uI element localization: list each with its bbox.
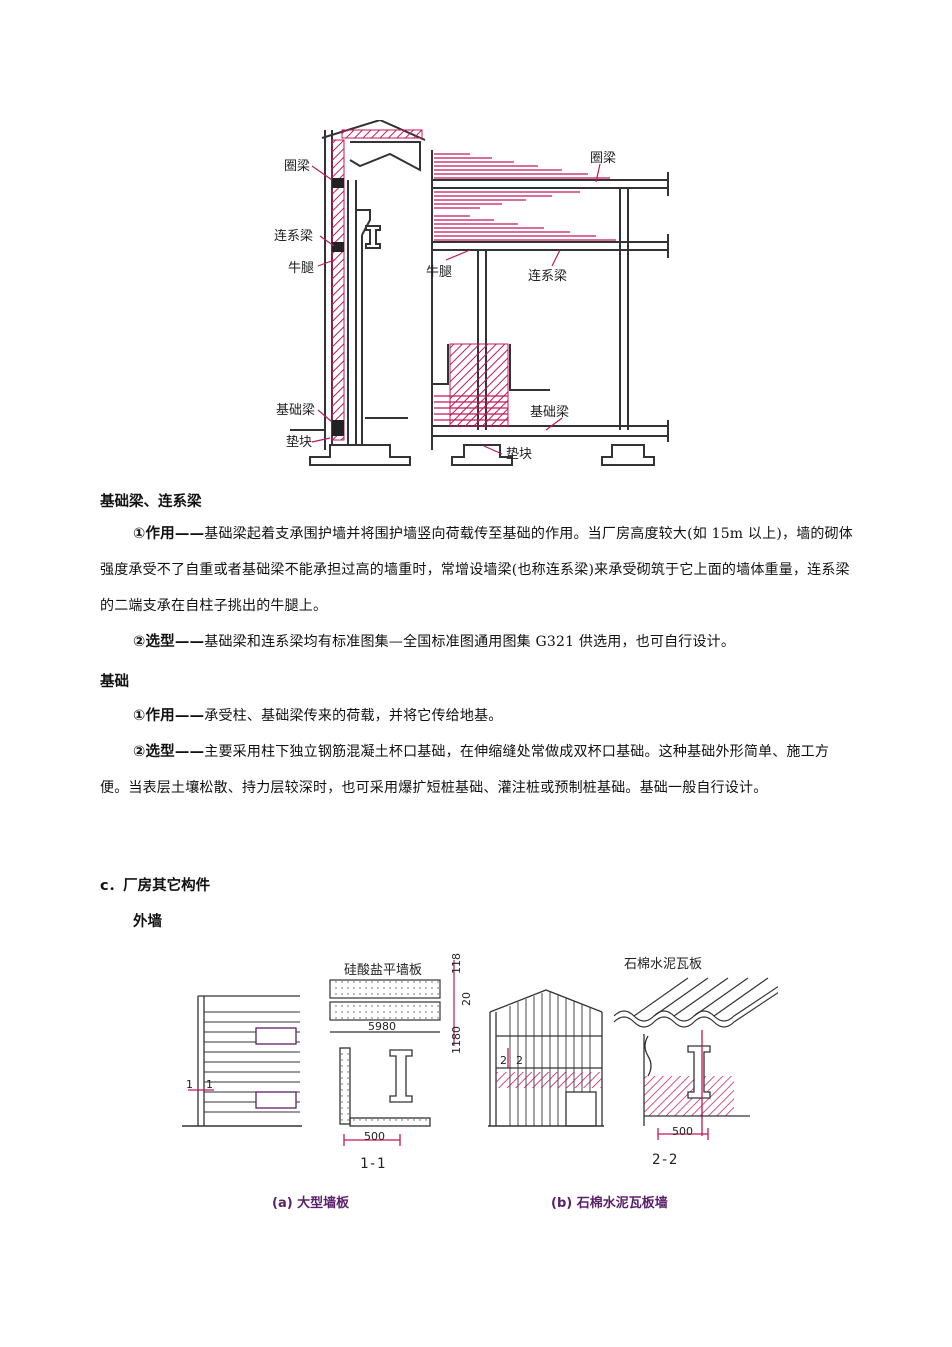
figure-wall-types: 1 1 硅酸盐平墙板 5980 118 20 1180 500 1-1 [178,950,778,1180]
heading-foundation: 基础 [100,674,129,690]
corrugated-sheet [613,977,778,1028]
label-ring-beam-right: 圈梁 [590,151,616,166]
cut-mark-2b: 2 [516,1054,523,1067]
label-type: ②选型—— [133,744,205,760]
label-silicate-panel: 硅酸盐平墙板 [344,963,422,978]
label-corbel-right: 牛腿 [426,265,452,280]
cut-mark-1a: 1 [186,1078,193,1091]
para-f-type: ②选型——主要采用柱下独立钢筋混凝土杯口基础，在伸缩缝处常做成双杯口基础。这种基… [100,734,856,806]
dim-20: 20 [460,992,473,1006]
figure-structure-diagram: 圈梁 连系梁 牛腿 基础梁 垫块 [270,120,690,475]
large-panel-elevation [182,995,302,1127]
caption-large-panel: (a) 大型墙板 [272,1196,350,1211]
label-pad-left: 垫块 [286,434,312,450]
wall-hatch-lines [434,153,616,241]
asbestos-wall-elevation [488,989,604,1127]
right-elevation-view [431,150,669,466]
text-fb-function: 基础梁起着支承围护墙并将围护墙竖向荷载传至基础的作用。当厂房高度较大(如 15m… [100,526,853,614]
dim-118: 118 [450,953,463,974]
label-corbel-left: 牛腿 [288,261,314,276]
dim-500b: 500 [672,1125,693,1138]
label-pad-right: 垫块 [506,446,532,462]
label-foundation-beam-left: 基础梁 [276,403,315,418]
heading-other-components: c．厂房其它构件 [100,878,211,894]
wall-block-hatched [449,343,509,427]
label-type: ②选型—— [133,634,205,650]
text-f-function: 承受柱、基础梁传来的荷载，并将它传给地基。 [204,708,503,724]
label-ring-beam-left: 圈梁 [284,159,310,174]
para-fb-function: ①作用——基础梁起着支承围护墙并将围护墙竖向荷载传至基础的作用。当厂房高度较大(… [100,516,856,624]
heading-foundation-beam: 基础梁、连系梁 [100,494,202,510]
wall-types-svg: 1 1 硅酸盐平墙板 5980 118 20 1180 500 1-1 [182,953,778,1172]
structure-diagram-svg: 圈梁 连系梁 牛腿 基础梁 垫块 [274,120,669,466]
label-asbestos-sheet: 石棉水泥瓦板 [624,957,702,972]
dim-5980: 5980 [368,1020,396,1033]
label-function: ①作用—— [133,526,205,542]
dim-500a: 500 [364,1130,385,1143]
left-section-view [290,120,426,466]
cut-mark-2a: 2 [500,1054,507,1067]
dim-1180: 1180 [450,1026,463,1054]
section-2-2 [643,1030,750,1140]
heading-exterior-wall: 外墙 [133,914,162,930]
section-1-1 [339,1047,431,1146]
text-f-type: 主要采用柱下独立钢筋混凝土杯口基础，在伸缩缝处常做成双杯口基础。这种基础外形简单… [100,744,830,796]
caption-asbestos-wall: (b) 石棉水泥瓦板墙 [551,1196,668,1211]
label-function: ①作用—— [133,708,205,724]
label-tie-beam-right: 连系梁 [528,268,567,284]
para-fb-type: ②选型——基础梁和连系梁均有标准图集—全国标准图通用图集 G321 供选用，也可… [100,624,856,660]
text-fb-type: 基础梁和连系梁均有标准图集—全国标准图通用图集 G321 供选用，也可自行设计。 [204,634,736,650]
silicate-panel [329,960,455,1046]
para-f-function: ①作用——承受柱、基础梁传来的荷载，并将它传给地基。 [100,698,856,734]
cut-mark-1b: 1 [206,1078,213,1091]
label-tie-beam-left: 连系梁 [274,228,313,244]
section-label-2-2: 2-2 [652,1152,677,1168]
section-label-1-1: 1-1 [360,1156,385,1172]
label-foundation-beam-right: 基础梁 [530,405,569,420]
